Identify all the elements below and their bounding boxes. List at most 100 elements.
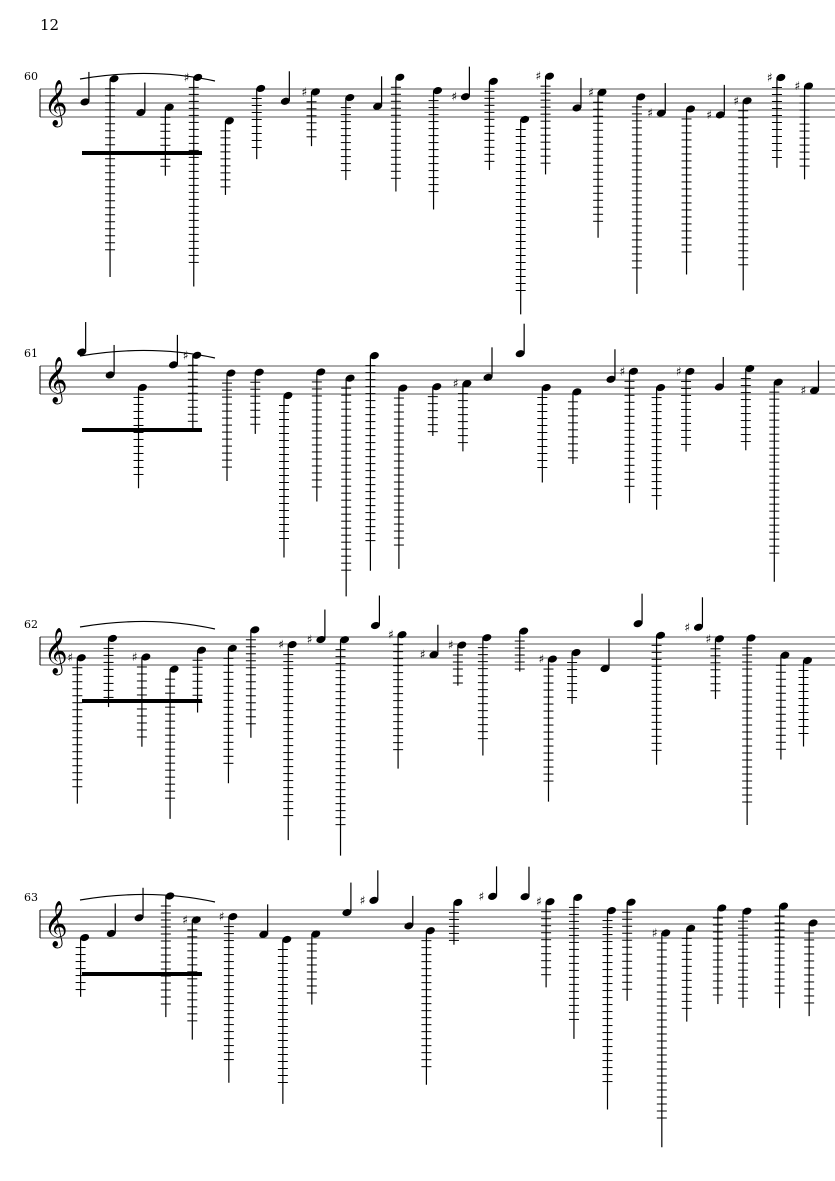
- notehead: [633, 620, 643, 628]
- sharp-icon: ♯: [538, 652, 544, 666]
- notehead: [425, 927, 435, 935]
- notehead: [686, 924, 696, 932]
- notehead: [77, 348, 87, 356]
- sharp-icon: ♯: [219, 910, 225, 924]
- notehead: [626, 898, 636, 906]
- notehead: [224, 117, 234, 125]
- sharp-icon: ♯: [278, 638, 284, 652]
- notehead: [283, 391, 293, 400]
- notehead: [746, 634, 756, 642]
- sharp-icon: ♯: [652, 926, 658, 940]
- tie: [79, 893, 216, 903]
- notehead: [779, 902, 789, 910]
- sharp-icon: ♯: [67, 651, 73, 665]
- sharp-icon: ♯: [388, 628, 394, 642]
- notehead: [693, 623, 703, 631]
- notehead: [340, 636, 349, 644]
- sharp-icon: ♯: [307, 633, 313, 647]
- notehead: [607, 907, 616, 915]
- notehead: [804, 82, 814, 90]
- notehead: [226, 369, 236, 377]
- notehead: [169, 665, 179, 673]
- sharp-icon: ♯: [479, 889, 485, 903]
- notehead: [259, 930, 269, 938]
- notehead: [369, 352, 379, 360]
- notehead: [395, 73, 405, 81]
- sharp-icon: ♯: [800, 384, 806, 398]
- notehead: [136, 108, 146, 117]
- sharp-icon: ♯: [588, 85, 594, 99]
- sharp-icon: ♯: [453, 377, 459, 391]
- notehead: [345, 374, 355, 382]
- notehead: [168, 361, 178, 369]
- notehead: [656, 384, 666, 392]
- notehead: [686, 105, 696, 113]
- notehead: [256, 84, 266, 93]
- notehead: [191, 916, 201, 924]
- sharp-icon: ♯: [536, 69, 542, 83]
- measure-number: 63: [24, 891, 38, 904]
- sharp-icon: ♯: [733, 94, 739, 108]
- sharp-icon: ♯: [705, 632, 711, 646]
- notehead: [636, 93, 646, 101]
- sharp-icon: ♯: [132, 650, 138, 664]
- notehead: [141, 653, 151, 661]
- sharp-icon: ♯: [302, 85, 308, 99]
- notehead: [311, 88, 320, 96]
- notehead: [808, 919, 818, 927]
- notehead: [429, 651, 439, 659]
- notehead: [714, 635, 724, 643]
- tie: [79, 349, 216, 359]
- notehead: [433, 87, 443, 95]
- notehead: [714, 383, 724, 391]
- sharp-icon: ♯: [620, 364, 626, 378]
- notehead: [597, 88, 607, 96]
- notehead: [404, 922, 414, 930]
- notehead: [197, 646, 207, 654]
- notehead: [373, 102, 383, 110]
- page-number: 12: [40, 16, 60, 34]
- notehead: [397, 631, 407, 639]
- beam: [82, 428, 202, 432]
- sharp-icon: ♯: [676, 364, 682, 378]
- sharp-icon: ♯: [647, 106, 653, 120]
- notehead: [515, 350, 525, 358]
- notehead: [661, 929, 671, 937]
- notehead: [138, 383, 147, 392]
- notehead: [520, 893, 530, 901]
- notehead: [488, 892, 498, 900]
- notehead: [742, 97, 752, 105]
- beam: [82, 972, 202, 976]
- notehead: [742, 907, 752, 915]
- notehead: [462, 380, 472, 388]
- notehead: [80, 933, 90, 942]
- notehead: [541, 383, 551, 392]
- notehead: [803, 656, 812, 665]
- notehead: [780, 651, 790, 659]
- notehead: [548, 655, 557, 663]
- notehead: [134, 914, 144, 922]
- notehead: [745, 364, 755, 373]
- notehead: [545, 72, 555, 80]
- sharp-icon: ♯: [420, 648, 426, 662]
- notehead: [572, 388, 582, 396]
- notehead: [717, 904, 727, 912]
- notehead: [287, 641, 297, 649]
- treble-clef-icon: 𝄞: [44, 80, 68, 128]
- treble-clef-icon: 𝄞: [44, 357, 68, 405]
- measure-number: 62: [24, 618, 38, 631]
- treble-clef-icon: 𝄞: [44, 901, 68, 949]
- notehead: [488, 77, 498, 85]
- notehead: [398, 384, 408, 392]
- notehead: [519, 627, 529, 635]
- notehead: [80, 98, 90, 106]
- notehead: [76, 654, 86, 662]
- notehead: [457, 641, 467, 649]
- sharp-icon: ♯: [767, 70, 773, 84]
- measure-number: 61: [24, 347, 38, 360]
- notehead: [656, 631, 666, 639]
- notehead: [250, 626, 260, 634]
- measure-number: 60: [24, 70, 38, 83]
- sharp-icon: ♯: [795, 79, 801, 93]
